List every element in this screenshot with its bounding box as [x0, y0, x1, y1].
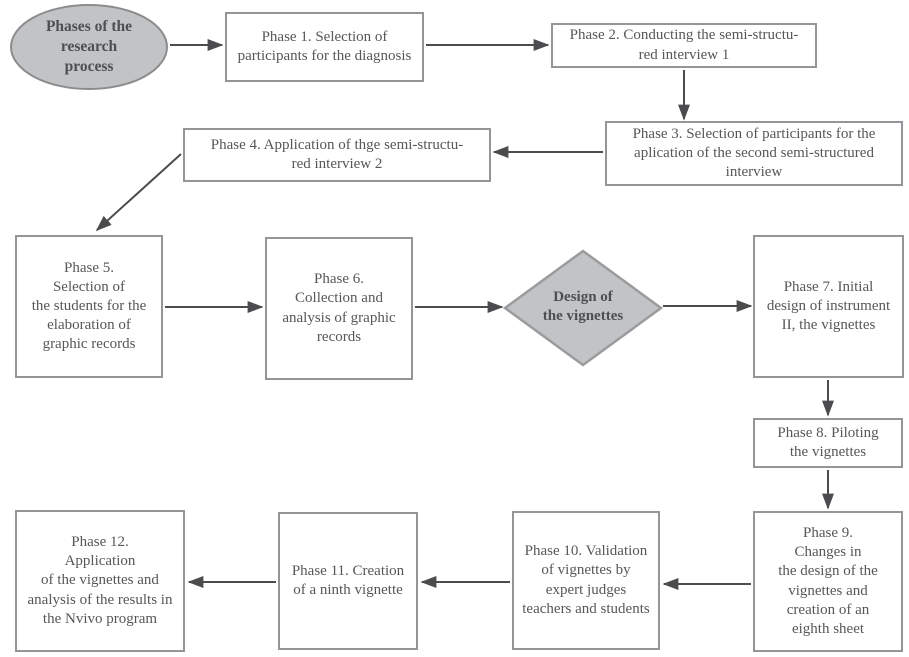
node-phase6: Phase 6. Collection and analysis of grap… — [265, 237, 413, 380]
node-phase9: Phase 9. Changes in the design of the vi… — [753, 511, 903, 652]
node-phase1: Phase 1. Selection of participants for t… — [225, 12, 424, 82]
node-phase12: Phase 12. Application of the vignettes a… — [15, 510, 185, 652]
node-phase12-label: Phase 12. Application of the vignettes a… — [27, 534, 173, 627]
node-phase8-label: Phase 8. Piloting the vignettes — [777, 424, 879, 460]
decision-diamond: Design of the vignettes — [510, 275, 656, 339]
node-phase7: Phase 7. Initial design of instrument II… — [753, 235, 904, 378]
node-phase4-label: Phase 4. Application of thge semi-struct… — [210, 136, 464, 172]
node-phase1-label: Phase 1. Selection of participants for t… — [237, 28, 412, 64]
node-phase2: Phase 2. Conducting the semi-structu- re… — [551, 23, 817, 68]
node-phase3: Phase 3. Selection of participants for t… — [605, 121, 903, 186]
start-ellipse: Phases of the research process — [12, 6, 166, 88]
node-phase4: Phase 4. Application of thge semi-struct… — [183, 128, 491, 182]
start-ellipse-shape — [10, 4, 168, 90]
start-ellipse-label: Phases of the research process — [45, 17, 133, 76]
node-phase3-label: Phase 3. Selection of participants for t… — [632, 125, 876, 181]
node-phase11: Phase 11. Creation of a ninth vignette — [278, 512, 418, 650]
node-phase10: Phase 10. Validation of vignettes by exp… — [512, 511, 660, 650]
node-phase6-label: Phase 6. Collection and analysis of grap… — [282, 271, 396, 345]
decision-diamond-label: Design of the vignettes — [542, 288, 624, 325]
node-phase9-label: Phase 9. Changes in the design of the vi… — [778, 525, 878, 637]
node-phase8: Phase 8. Piloting the vignettes — [753, 418, 903, 468]
arrow-phase4-to-phase5 — [95, 153, 182, 232]
node-phase7-label: Phase 7. Initial design of instrument II… — [766, 278, 891, 334]
node-phase2-label: Phase 2. Conducting the semi-structu- re… — [569, 27, 799, 63]
node-phase5: Phase 5. Selection of the students for t… — [15, 235, 163, 378]
decision-diamond-shape — [502, 249, 664, 367]
node-phase11-label: Phase 11. Creation of a ninth vignette — [291, 562, 405, 598]
node-phase5-label: Phase 5. Selection of the students for t… — [31, 259, 147, 353]
node-phase10-label: Phase 10. Validation of vignettes by exp… — [522, 543, 650, 617]
